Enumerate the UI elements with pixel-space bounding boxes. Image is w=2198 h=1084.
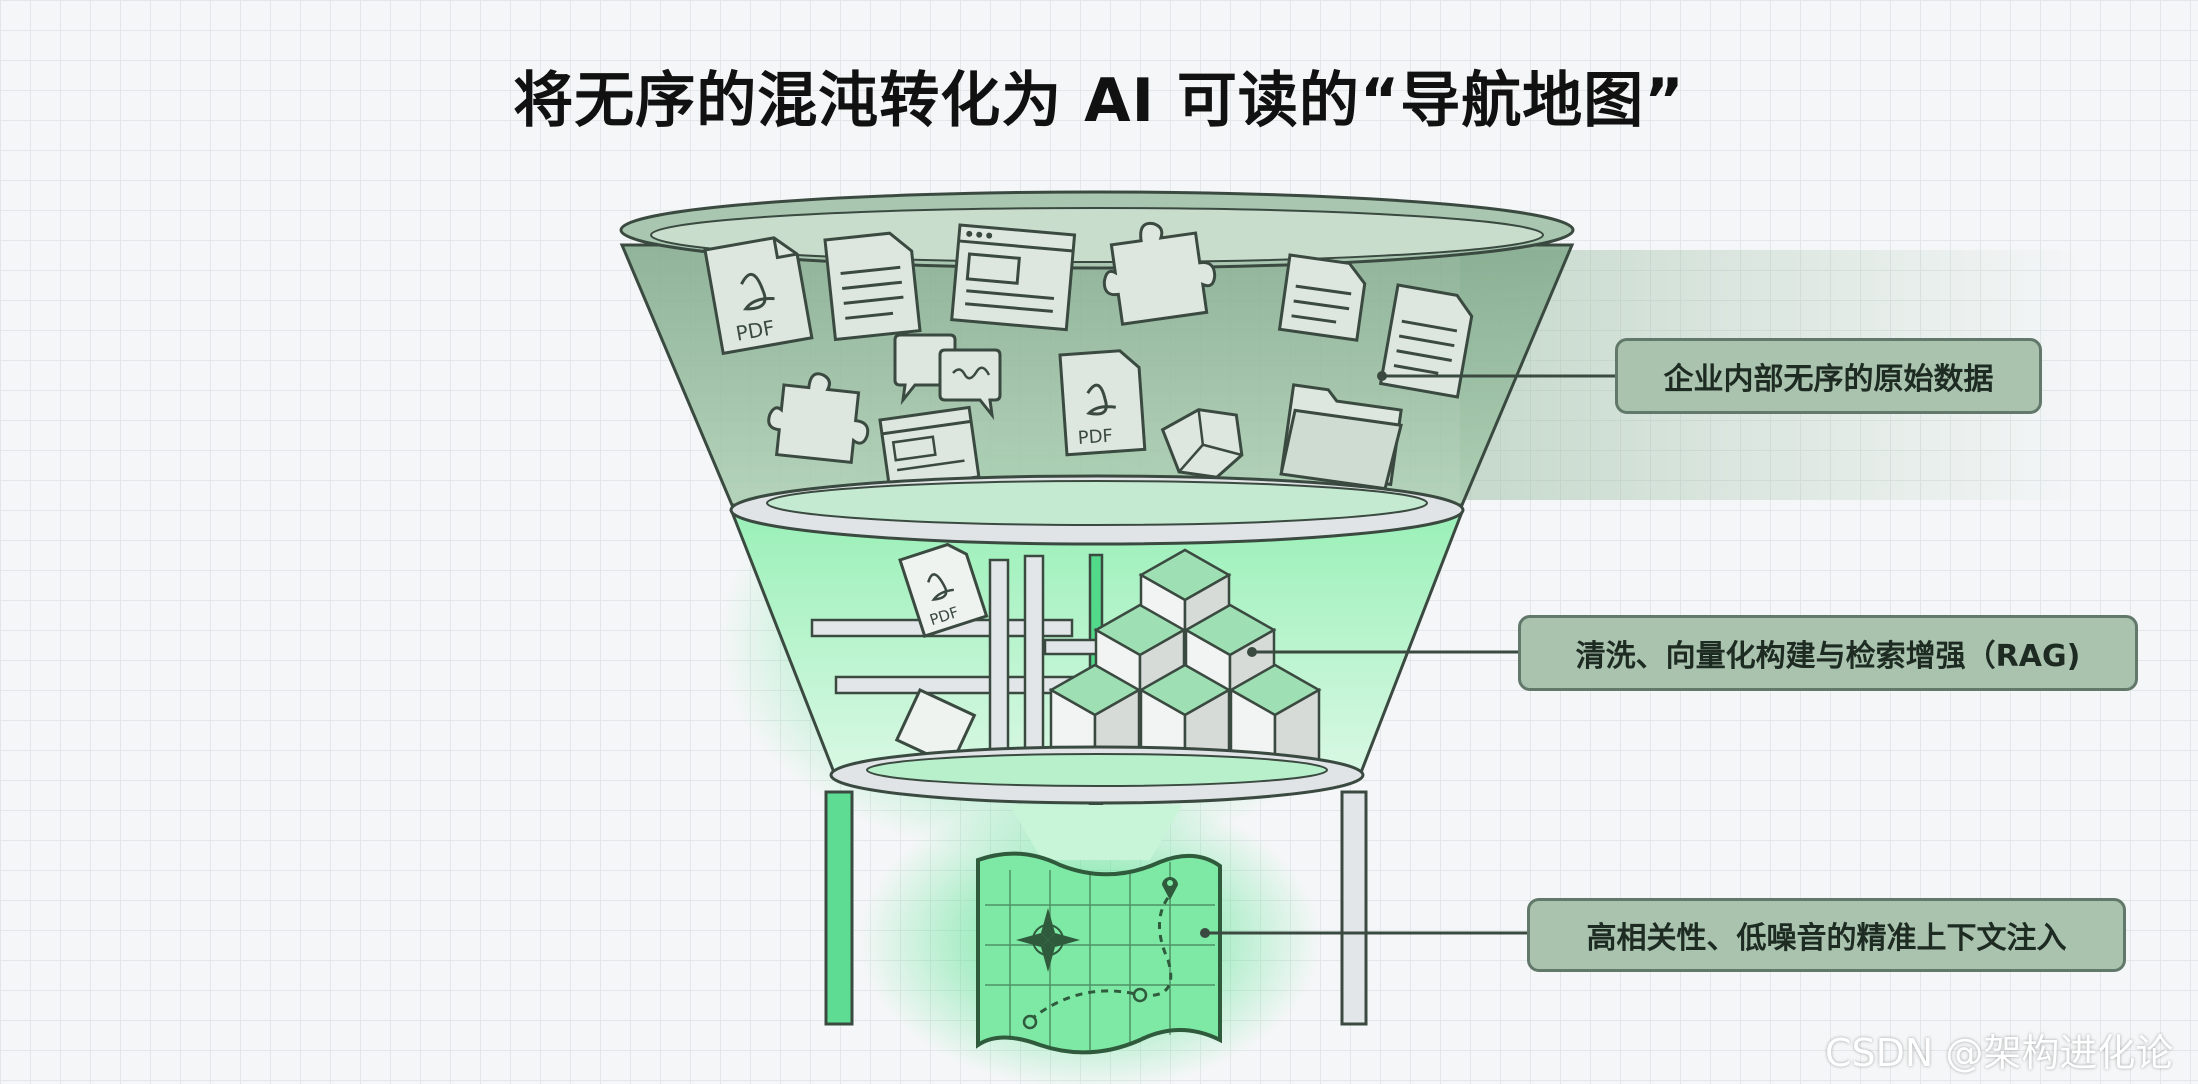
compass-rose-icon xyxy=(1016,908,1080,972)
web-page-icon xyxy=(950,223,1077,332)
page-title: 将无序的混沌转化为 AI 可读的“导航地图” xyxy=(513,66,1685,136)
label-processing: 清洗、向量化构建与检索增强（RAG) xyxy=(1518,615,2138,691)
funnel-leg-left xyxy=(824,790,854,1026)
map-pin-icon xyxy=(1162,877,1178,900)
folder-icon xyxy=(1279,383,1403,491)
funnel-spout xyxy=(1010,805,1182,860)
document-icon-3 xyxy=(1378,283,1474,399)
connector-lines xyxy=(1200,371,1615,938)
funnel-bottom-ring-inner xyxy=(866,753,1328,787)
pdf-file-icon: PDF xyxy=(703,236,814,356)
funnel-leg-right xyxy=(1340,790,1368,1026)
document-icon-2 xyxy=(1277,253,1367,342)
pdf-file-icon-2: PDF xyxy=(1058,349,1147,457)
map-waypoint-dot xyxy=(1132,987,1148,1003)
funnel-filter-ring-inner xyxy=(766,480,1428,526)
map-start-dot xyxy=(1022,1014,1038,1030)
chat-bubbles-icon xyxy=(893,333,1002,421)
label-output: 高相关性、低噪音的精准上下文注入 xyxy=(1527,898,2126,972)
label-raw-data: 企业内部无序的原始数据 xyxy=(1615,338,2042,414)
puzzle-piece-icon-2 xyxy=(767,372,870,465)
web-page-icon-2 xyxy=(878,405,981,492)
document-icon xyxy=(823,231,922,342)
watermark: CSDN @架构进化论 xyxy=(1825,1031,2174,1075)
puzzle-piece-icon xyxy=(1102,221,1217,326)
map-icon xyxy=(976,851,1222,1055)
crumpled-paper-icon xyxy=(1160,408,1244,479)
pdf-label-2: PDF xyxy=(1077,426,1113,449)
vector-cubes xyxy=(1048,548,1322,797)
pdf-file-icon-3: PDF xyxy=(898,542,989,638)
